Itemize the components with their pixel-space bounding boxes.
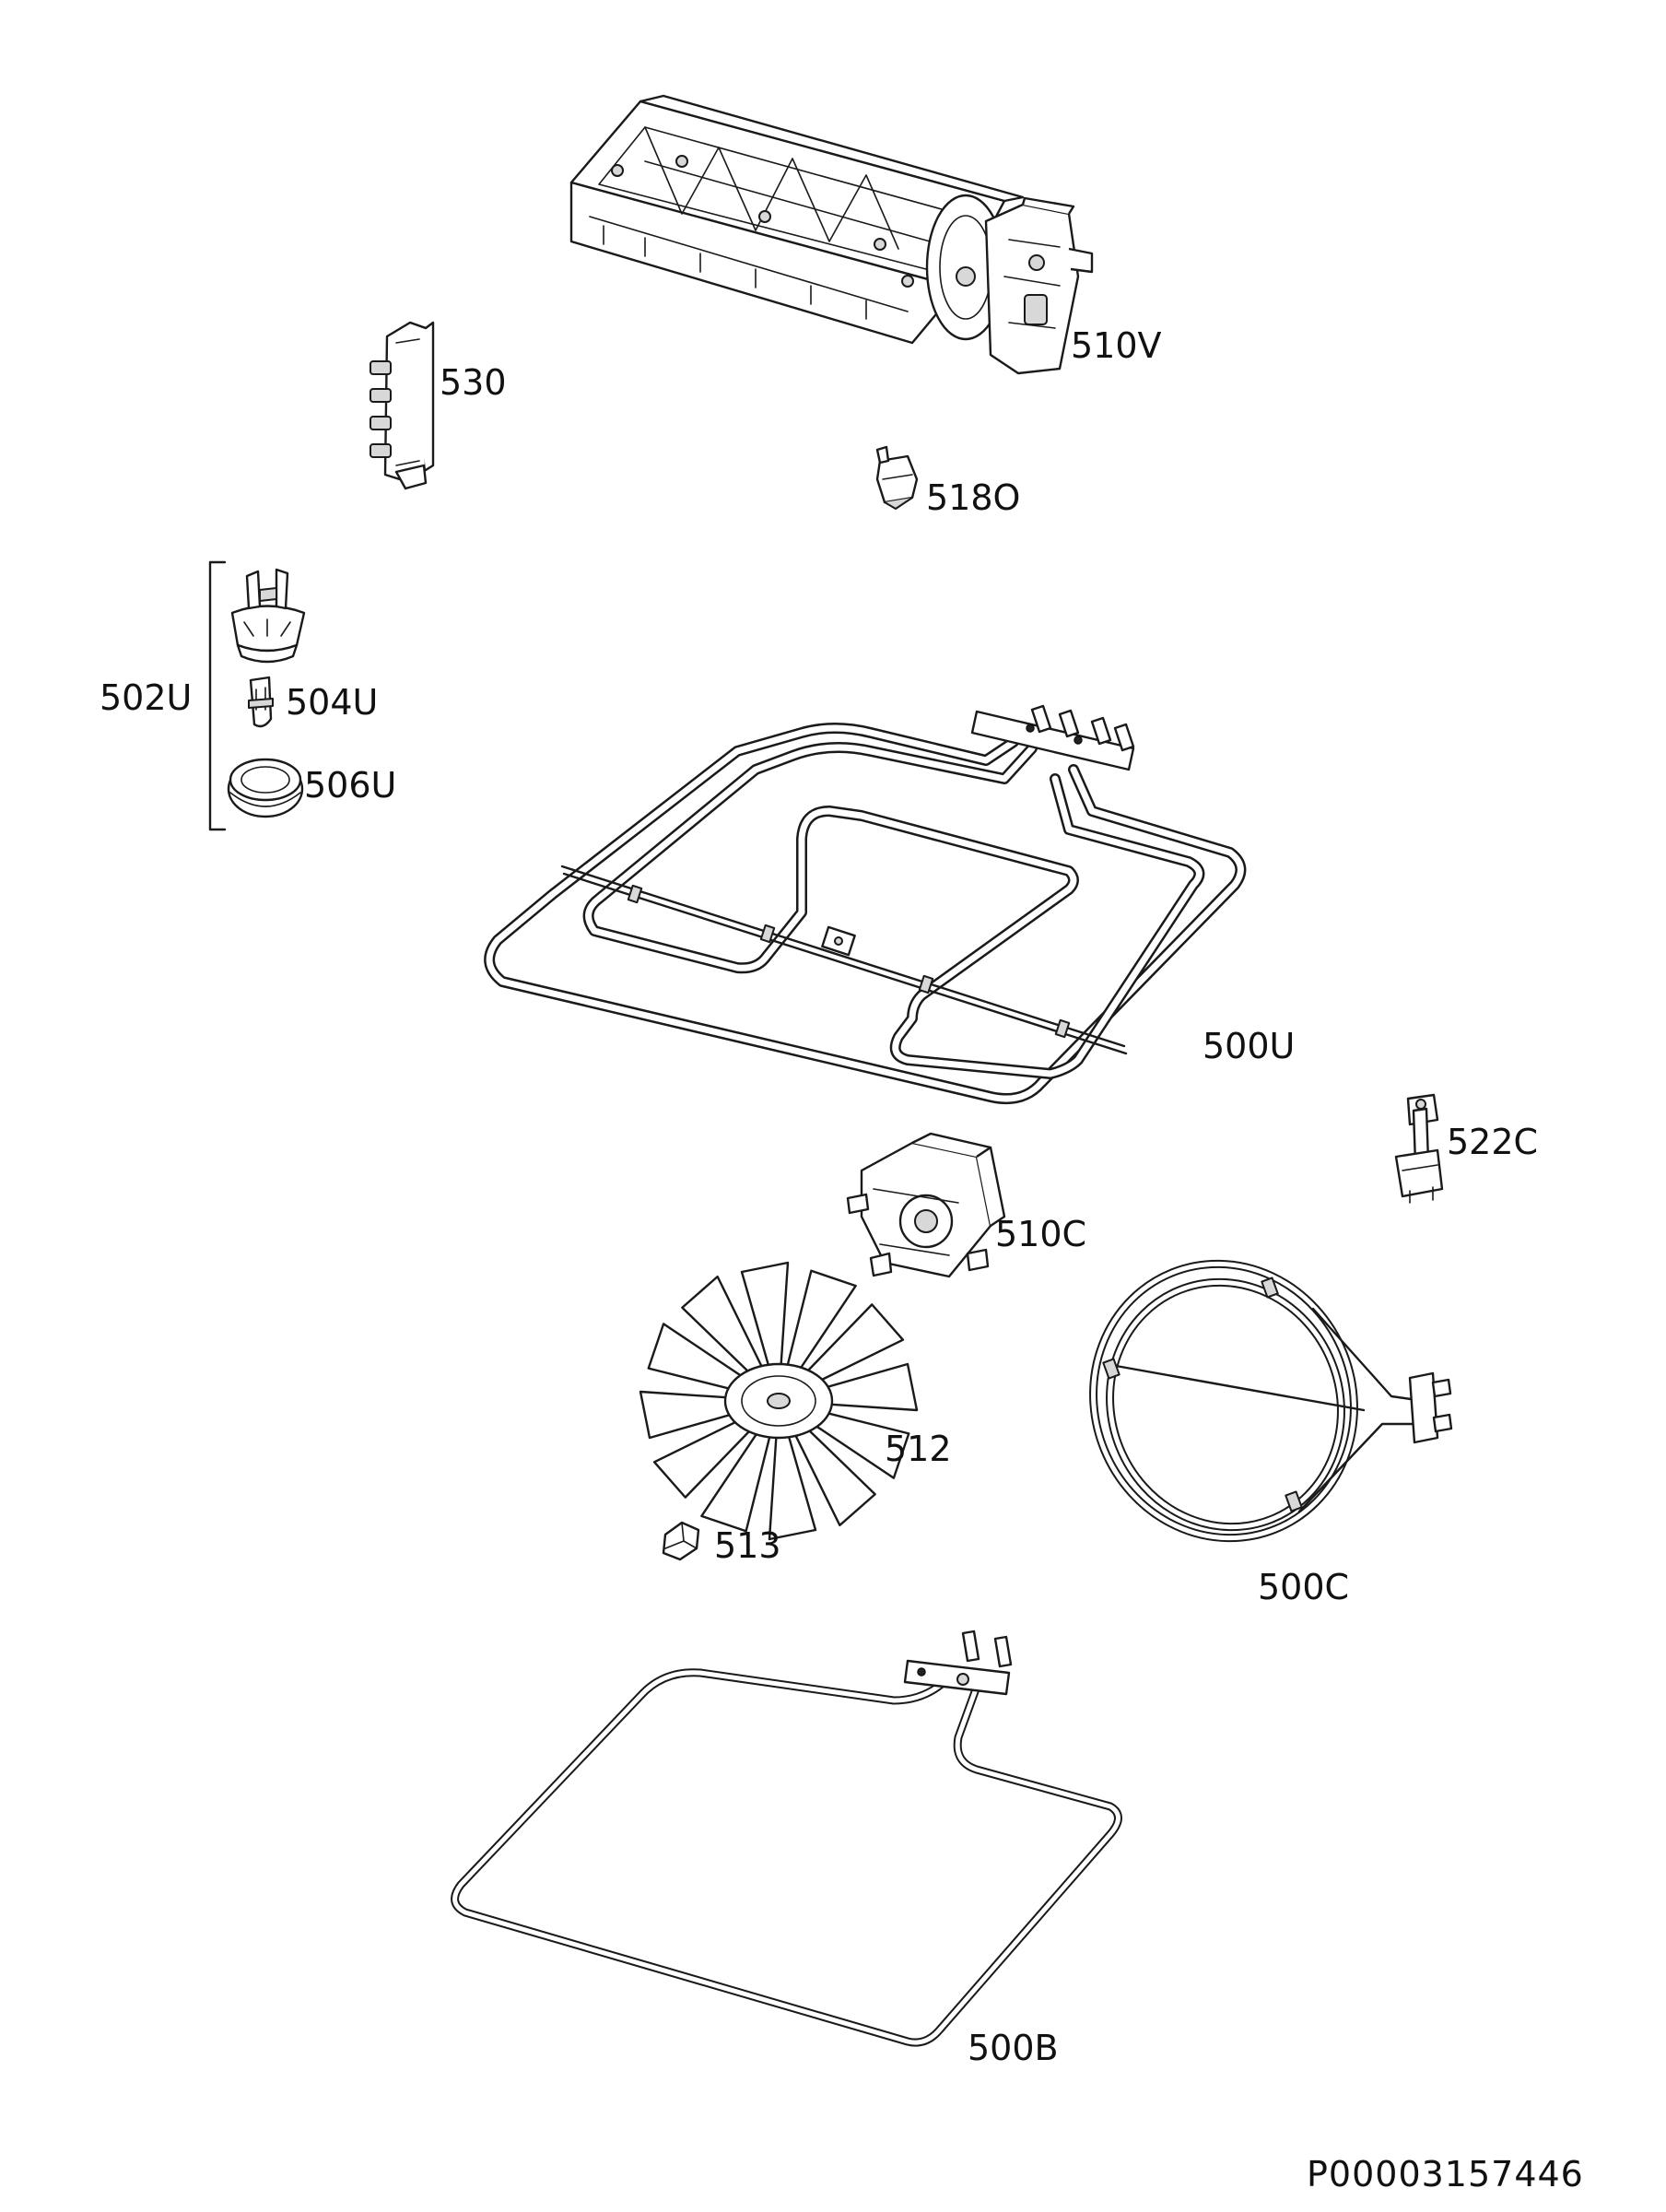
label-500c: 500C bbox=[1258, 1567, 1349, 1607]
label-510v: 510V bbox=[1071, 325, 1162, 366]
part-502u-lamp-holder bbox=[230, 568, 306, 664]
part-500u-grill-element bbox=[484, 704, 1247, 1105]
part-513-nut bbox=[662, 1521, 700, 1561]
part-530-terminal-block bbox=[370, 321, 435, 490]
part-522c-component bbox=[1394, 1093, 1444, 1204]
label-506u: 506U bbox=[304, 765, 396, 806]
label-512: 512 bbox=[885, 1429, 952, 1469]
label-500b: 500B bbox=[968, 2028, 1059, 2068]
part-518o-thermostat bbox=[875, 445, 919, 510]
group-502u-bracket bbox=[208, 560, 227, 831]
label-530: 530 bbox=[440, 362, 507, 403]
part-500c-circular-element bbox=[1089, 1259, 1453, 1543]
part-504u-lamp-bulb bbox=[248, 676, 274, 728]
label-522c: 522C bbox=[1447, 1122, 1538, 1162]
label-510c: 510C bbox=[995, 1214, 1086, 1254]
part-506u-lamp-cover bbox=[227, 758, 304, 818]
part-512-fan-blade bbox=[639, 1261, 919, 1541]
label-502u: 502U bbox=[100, 677, 192, 718]
part-500b-bottom-element bbox=[451, 1630, 1122, 2047]
part-510c-fan-motor bbox=[846, 1132, 1006, 1278]
label-518o: 518O bbox=[926, 477, 1020, 518]
document-id: P00003157446 bbox=[1307, 2154, 1584, 2194]
label-513: 513 bbox=[714, 1525, 781, 1566]
label-500u: 500U bbox=[1203, 1026, 1295, 1066]
part-510v-cooling-fan bbox=[569, 94, 1094, 375]
label-504u: 504U bbox=[286, 682, 378, 723]
